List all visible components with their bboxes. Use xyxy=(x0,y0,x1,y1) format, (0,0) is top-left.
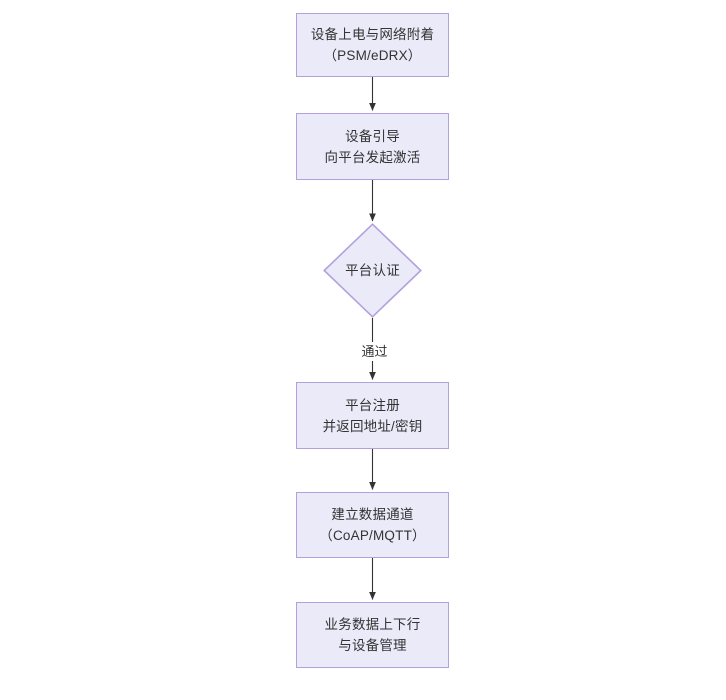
flow-node-line: 向平台发起激活 xyxy=(324,149,421,165)
diamond-shape xyxy=(323,223,422,318)
flow-node-line: 平台认证 xyxy=(345,263,400,278)
edge-label-text: 通过 xyxy=(361,344,388,359)
flow-node-platform-auth[interactable]: 平台认证 xyxy=(323,223,422,318)
flow-node-line: （CoAP/MQTT） xyxy=(319,528,426,543)
flow-node-line: 与设备管理 xyxy=(338,638,407,653)
flow-node-line: 建立数据通道 xyxy=(331,507,414,522)
flow-node-business-data[interactable]: 业务数据上下行 与设备管理 xyxy=(296,602,449,668)
edge-label-pass: 通过 xyxy=(352,342,397,361)
flow-node-platform-register[interactable]: 平台注册 并返回地址/密钥 xyxy=(296,382,449,449)
flow-node-line: 设备上电与网络附着 xyxy=(310,27,435,42)
flow-node-line: 平台注册 xyxy=(345,397,400,413)
flow-node-line: 设备引导 xyxy=(345,128,400,144)
flow-node-device-power-on[interactable]: 设备上电与网络附着 （PSM/eDRX） xyxy=(296,13,449,77)
flow-node-data-channel[interactable]: 建立数据通道 （CoAP/MQTT） xyxy=(296,492,449,558)
flow-node-line: 业务数据上下行 xyxy=(324,617,421,632)
flow-node-line: 并返回地址/密钥 xyxy=(322,418,423,434)
flow-node-line: （PSM/eDRX） xyxy=(323,48,422,63)
flow-node-device-bootstrap[interactable]: 设备引导 向平台发起激活 xyxy=(296,113,449,180)
